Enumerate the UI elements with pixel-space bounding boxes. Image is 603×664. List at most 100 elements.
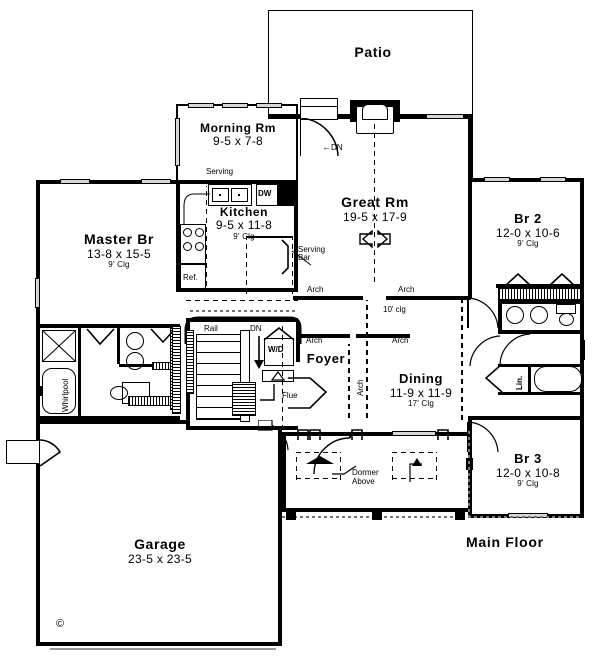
wall-linen-top <box>498 364 584 367</box>
arch-beam-dining <box>356 334 410 338</box>
master-tub-fixture <box>38 386 42 396</box>
arch-beam-foyer <box>296 296 352 300</box>
kitchen-counter-corner <box>182 192 212 226</box>
annotation-rail: Rail <box>204 324 218 333</box>
dormer-outline-top-left <box>296 452 340 453</box>
dormer-leader-right <box>406 456 428 484</box>
window-br2-top-1 <box>484 177 510 182</box>
wall-bath2-top <box>498 300 584 304</box>
annotation-ref: Ref. <box>183 273 198 282</box>
window-br2-top-2 <box>540 177 566 182</box>
exterior-wall-master-top <box>36 180 180 184</box>
room-name-morning: Morning Rm <box>200 121 276 135</box>
window-master-top-2 <box>141 179 171 184</box>
wall-kitchen-top <box>176 180 298 184</box>
wall-kitchen-left <box>176 180 180 292</box>
copyright-symbol: © <box>56 618 65 630</box>
room-label-br3: Br 3 12-0 x 10-8 9' Clg <box>478 451 578 489</box>
exterior-wall-front-lower <box>282 508 468 512</box>
kitchen-peninsula-line-right <box>292 236 293 294</box>
window-morning-top-1 <box>188 103 214 108</box>
wall-bath2-left <box>498 300 502 334</box>
annotation-dn-morning: ←DN <box>322 142 343 152</box>
kitchen-burner-2 <box>195 228 204 237</box>
room-dim-morning: 9-5 x 7-8 <box>212 134 264 149</box>
wall-foyer-left <box>296 322 300 362</box>
dining-right-opening-line <box>461 300 463 420</box>
room-label-master: Master Br 13-8 x 15-5 9' Clg <box>60 231 178 270</box>
room-dim-br3: 12-0 x 10-8 <box>495 465 560 480</box>
great-room-span-arrows <box>352 230 398 248</box>
fireplace-firebox <box>362 104 388 120</box>
porch-column-2 <box>436 426 450 442</box>
wall-br2-left <box>468 178 472 298</box>
exterior-wall-br2-top <box>468 178 584 182</box>
door-swing-master-bath-2 <box>150 328 176 354</box>
wall-master-bath-divider-1 <box>78 328 81 416</box>
great-room-centerline-vertical <box>374 122 375 282</box>
annotation-dormer-above: Dormer Above <box>352 468 379 487</box>
patio-door-panel <box>300 98 338 120</box>
wall-garage-top <box>36 420 186 424</box>
dormer-outline-left-2 <box>392 452 393 480</box>
flue-hatch <box>232 382 256 416</box>
annotation-dw: DW <box>258 189 272 198</box>
garage-overhead-door <box>50 648 276 650</box>
porch-column-1 <box>350 426 364 442</box>
exterior-wall-master-left <box>36 180 40 326</box>
kitchen-peninsula-top <box>246 236 293 238</box>
exterior-wall-front-upper <box>282 432 468 436</box>
room-dim-great: 19-5 x 17-9 <box>342 209 407 224</box>
dormer-outline-right <box>340 452 341 480</box>
window-front <box>392 431 436 436</box>
annotation-serving-bar: Serving Bar <box>298 245 326 263</box>
annotation-arch-great-right: Arch <box>398 285 415 294</box>
room-clg-dining: 17' Clg <box>407 398 435 408</box>
door-swing-front-entry <box>312 436 352 476</box>
porch-slab-edge-vertical <box>468 430 470 518</box>
wall-stair-top <box>186 318 298 322</box>
room-name-kitchen: Kitchen <box>219 205 269 219</box>
hall-closet-hatch <box>172 326 181 414</box>
front-door-detail <box>296 426 322 442</box>
door-swing-garage-side <box>38 438 64 468</box>
soffit-line-hall <box>190 310 296 312</box>
room-label-foyer: Foyer <box>296 351 356 367</box>
room-label-morning: Morning Rm 9-5 x 7-8 <box>183 121 293 149</box>
bath2-sink-2 <box>530 306 548 324</box>
window-morning-left <box>175 118 180 166</box>
arch-opening-line-right <box>366 300 368 418</box>
room-clg-br3: 9' Clg <box>517 478 539 488</box>
exterior-wall-great-right <box>468 114 473 180</box>
bath2-fixture <box>580 340 585 360</box>
wall-linen-right <box>528 364 531 394</box>
br2-closet-doors <box>502 272 582 288</box>
annotation-linen: Lin. <box>515 375 524 390</box>
wall-kitchen-right <box>294 180 298 292</box>
annotation-arch-vertical: Arch <box>356 379 365 396</box>
hall-door-arch-right <box>466 334 502 370</box>
kitchen-sink-drain-right <box>238 194 240 196</box>
kitchen-dishwasher <box>256 184 278 206</box>
room-dim-garage: 23-5 x 23-5 <box>127 551 192 566</box>
window-morning-top-2 <box>222 103 248 108</box>
room-name-dining: Dining <box>398 371 444 386</box>
wall-master-bath-bottom <box>36 416 180 420</box>
arch-beam-foyer-lower <box>300 334 350 338</box>
stair-direction-arrow <box>252 336 266 370</box>
room-dim-dining: 11-9 x 11-9 <box>389 385 453 400</box>
room-clg-br2: 9' Clg <box>517 238 539 248</box>
annotation-dn-stair: DN <box>250 324 262 333</box>
flue-leader <box>256 382 284 406</box>
dormer-outline-bottom-left <box>296 478 340 479</box>
angled-closet-wall <box>286 376 328 410</box>
room-dim-kitchen: 9-5 x 11-8 <box>215 218 273 233</box>
kitchen-peninsula-line-left <box>246 236 247 294</box>
porch-pier-2 <box>372 512 382 520</box>
bath2-sink-1 <box>506 306 524 324</box>
room-label-br2: Br 2 12-0 x 10-6 9' Clg <box>478 211 578 249</box>
laundry-washer-dryer <box>264 338 294 366</box>
kitchen-upper-cabinet-line <box>206 186 207 286</box>
bath2-toilet-bowl <box>559 313 574 326</box>
